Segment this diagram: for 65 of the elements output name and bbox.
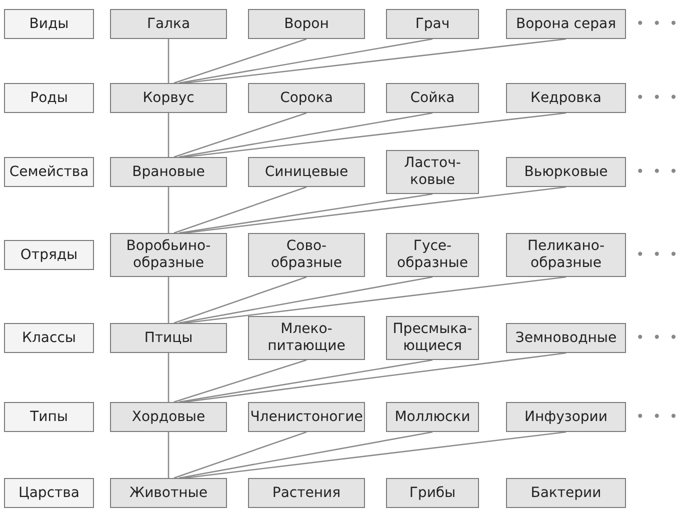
taxon-box: Сойка bbox=[386, 83, 479, 113]
connector-line bbox=[174, 38, 307, 84]
connector-line bbox=[184, 112, 566, 158]
connector-line bbox=[174, 186, 307, 234]
taxon-box: Гусе- образные bbox=[386, 233, 479, 277]
connector-line bbox=[174, 276, 307, 324]
taxon-box: Членистоногие bbox=[248, 402, 365, 432]
connector-line bbox=[178, 193, 433, 234]
connector-line bbox=[168, 113, 170, 157]
connector-line bbox=[184, 186, 566, 234]
ellipsis-mark: • • • bbox=[636, 330, 680, 346]
connector-line bbox=[178, 38, 433, 84]
connector-line bbox=[174, 112, 307, 158]
taxon-box: Пеликано- образные bbox=[506, 233, 626, 277]
taxon-box: Сорока bbox=[248, 83, 365, 113]
taxon-box: Ворон bbox=[248, 9, 365, 39]
taxon-box: Вьюрковые bbox=[506, 157, 626, 187]
taxon-box: Растения bbox=[248, 478, 365, 508]
connector-line bbox=[178, 112, 433, 158]
connector-line bbox=[178, 276, 433, 324]
rank-box: Отряды bbox=[4, 240, 94, 270]
connector-line bbox=[178, 431, 433, 479]
connector-line bbox=[178, 359, 433, 403]
taxon-box: Земноводные bbox=[506, 323, 626, 353]
rank-box: Царства bbox=[4, 478, 94, 508]
connector-line bbox=[168, 353, 170, 402]
ellipsis-mark: • • • bbox=[636, 164, 680, 180]
ellipsis-mark: • • • bbox=[636, 90, 680, 106]
taxon-box: Кедровка bbox=[506, 83, 626, 113]
taxon-box: Хордовые bbox=[110, 402, 227, 432]
connector-line bbox=[168, 39, 170, 83]
taxon-box: Галка bbox=[110, 9, 227, 39]
rank-box: Семейства bbox=[4, 157, 94, 187]
ellipsis-mark: • • • bbox=[636, 16, 680, 32]
taxon-box: Грач bbox=[386, 9, 479, 39]
rank-box: Роды bbox=[4, 83, 94, 113]
connector-line bbox=[184, 352, 566, 403]
taxon-box: Корвус bbox=[110, 83, 227, 113]
taxon-box: Ласточ- ковые bbox=[386, 150, 479, 194]
taxon-box: Ворона серая bbox=[506, 9, 626, 39]
taxon-box: Синицевые bbox=[248, 157, 365, 187]
taxon-box: Грибы bbox=[386, 478, 479, 508]
connector-line bbox=[168, 187, 170, 233]
taxon-box: Бактерии bbox=[506, 478, 626, 508]
rank-box: Виды bbox=[4, 9, 94, 39]
connector-line bbox=[174, 359, 307, 403]
ellipsis-mark: • • • bbox=[636, 409, 680, 425]
rank-box: Классы bbox=[4, 323, 94, 353]
taxon-box: Моллюски bbox=[386, 402, 479, 432]
taxon-box: Млеко- питающие bbox=[248, 316, 365, 360]
taxon-box: Воробьино- образные bbox=[110, 233, 227, 277]
connector-line bbox=[174, 431, 307, 479]
taxon-box: Сово- образные bbox=[248, 233, 365, 277]
connector-line bbox=[184, 38, 566, 84]
connector-line bbox=[168, 277, 170, 323]
taxon-box: Инфузории bbox=[506, 402, 626, 432]
ellipsis-mark: • • • bbox=[636, 247, 680, 263]
taxon-box: Пресмыка- ющиеся bbox=[386, 316, 479, 360]
connector-line bbox=[184, 431, 566, 479]
connector-line bbox=[184, 276, 566, 324]
taxon-box: Птицы bbox=[110, 323, 227, 353]
taxon-box: Животные bbox=[110, 478, 227, 508]
connector-line bbox=[168, 432, 170, 478]
rank-box: Типы bbox=[4, 402, 94, 432]
taxon-box: Врановые bbox=[110, 157, 227, 187]
